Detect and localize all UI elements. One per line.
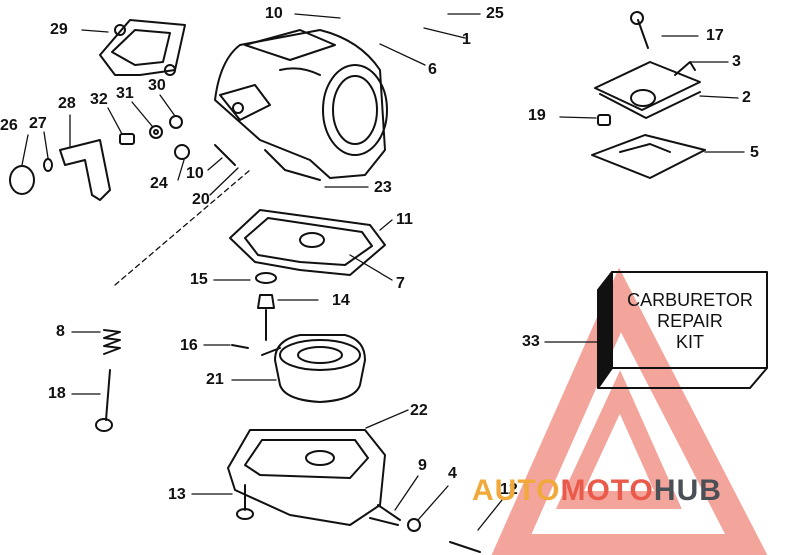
watermark-text: AUTOMOTOHUB xyxy=(472,474,722,508)
callout-26: 26 xyxy=(0,117,18,134)
callout-31: 31 xyxy=(116,85,134,102)
kit-label-line-2: REPAIR xyxy=(657,311,723,331)
callout-1: 1 xyxy=(462,31,471,48)
callout-15: 15 xyxy=(190,271,208,288)
callout-33: 33 xyxy=(522,333,540,350)
throttle-lever-28 xyxy=(9,139,111,201)
watermark-part-3: HUB xyxy=(653,474,722,507)
watermark-part-2: MOTO xyxy=(560,474,654,507)
bowl-fasteners xyxy=(236,484,481,553)
callout-7: 7 xyxy=(396,275,405,292)
callout-12: 12 xyxy=(500,481,518,498)
carburetor-body xyxy=(214,29,388,181)
callout-10-top: 10 xyxy=(265,5,283,22)
callout-22: 22 xyxy=(410,402,428,419)
float-bowl-22 xyxy=(227,429,401,526)
kit-label-line-1: CARBURETOR xyxy=(627,290,753,310)
repair-kit-box xyxy=(597,271,768,389)
callout-13: 13 xyxy=(168,486,186,503)
cover-assembly xyxy=(591,11,706,179)
callout-23: 23 xyxy=(374,179,392,196)
callout-14: 14 xyxy=(332,292,350,309)
callout-25: 25 xyxy=(486,5,504,22)
callout-30: 30 xyxy=(148,77,166,94)
mixture-screw xyxy=(95,329,121,432)
callout-28: 28 xyxy=(58,95,76,112)
callout-27: 27 xyxy=(29,115,47,132)
callout-16: 16 xyxy=(180,337,198,354)
callout-18: 18 xyxy=(48,385,66,402)
callout-24: 24 xyxy=(150,175,168,192)
callout-20: 20 xyxy=(192,191,210,208)
lever-hardware xyxy=(119,115,236,166)
callout-21: 21 xyxy=(206,371,224,388)
callout-11: 11 xyxy=(396,211,413,228)
callout-17: 17 xyxy=(706,27,724,44)
leader-lines xyxy=(21,13,745,531)
float-21 xyxy=(261,334,366,403)
callout-5: 5 xyxy=(750,144,759,161)
kit-label-line-3: KIT xyxy=(675,332,704,352)
callout-8: 8 xyxy=(56,323,65,340)
watermark-logo xyxy=(491,267,768,555)
callout-29: 29 xyxy=(50,21,68,38)
callout-9: 9 xyxy=(418,457,427,474)
watermark-part-1: AUTO xyxy=(472,474,561,507)
callout-32: 32 xyxy=(90,91,108,108)
callout-4: 4 xyxy=(448,465,457,482)
callout-3: 3 xyxy=(732,53,741,70)
callout-2: 2 xyxy=(742,89,751,106)
callout-19: 19 xyxy=(528,107,546,124)
gasket-29 xyxy=(99,19,186,76)
callout-10-bottom: 10 xyxy=(186,165,204,182)
gasket-11 xyxy=(229,209,386,276)
callout-6: 6 xyxy=(428,61,437,78)
needle-valve xyxy=(231,272,277,349)
